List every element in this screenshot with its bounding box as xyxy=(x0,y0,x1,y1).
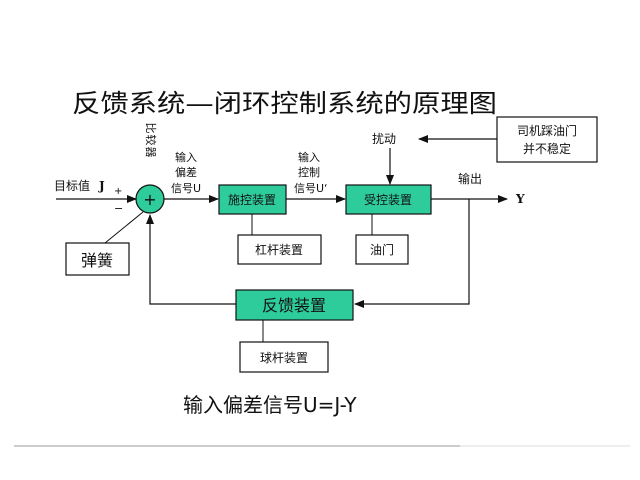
disturbance-label: 扰动 xyxy=(372,132,396,146)
lever-device-box xyxy=(237,234,322,265)
ball-rod-device-box xyxy=(239,341,329,373)
comparator-label: 比较器 xyxy=(144,123,158,158)
input-deviation-label: 输入 偏差 信号U xyxy=(171,150,201,195)
comparator-label-char: 较 xyxy=(144,135,158,146)
throttle-label: 油门 xyxy=(370,242,394,257)
feedback-device-label: 反馈装置 xyxy=(262,296,326,315)
svg-text:控制: 控制 xyxy=(298,165,320,179)
feedback-line-right xyxy=(354,199,470,308)
driver-note-line-1: 司机踩油门 xyxy=(517,123,577,138)
comparator-label-char: 比 xyxy=(144,123,157,134)
comparator-label-char: 器 xyxy=(144,147,157,158)
spring-label: 弹簧 xyxy=(81,251,113,270)
controlled-device-label: 受控装置 xyxy=(364,193,412,207)
control-device-label: 施控装置 xyxy=(228,193,276,207)
svg-text:输入: 输入 xyxy=(175,150,197,164)
svg-text:信号U: 信号U xyxy=(171,182,201,195)
svg-text:信号U‘: 信号U‘ xyxy=(294,182,328,195)
svg-text:偏差: 偏差 xyxy=(175,165,197,179)
svg-text:输入: 输入 xyxy=(298,150,320,164)
minus-sign: − xyxy=(114,202,123,215)
y-label: Y xyxy=(515,192,525,206)
ball-rod-device-label: 球杆装置 xyxy=(260,351,308,365)
input-control-label: 输入 控制 信号U‘ xyxy=(294,150,328,195)
formula: 输入偏差信号U=J-Y xyxy=(183,393,357,417)
lever-device-label: 杠杆装置 xyxy=(255,242,303,257)
diagram-title: 反馈系统—闭环控制系统的原理图 xyxy=(72,89,497,118)
feedback-line-left xyxy=(146,214,236,305)
target-value-label: 目标值 xyxy=(54,178,90,193)
feedback-device-block xyxy=(235,289,354,321)
driver-note-line-2: 并不稳定 xyxy=(523,141,571,156)
spring-callout-line xyxy=(104,211,144,244)
comparator-sum-symbol: + xyxy=(143,190,156,209)
plus-sign: + xyxy=(114,186,122,197)
output-label: 输出 xyxy=(458,171,482,186)
throttle-box xyxy=(355,234,409,265)
j-label: J xyxy=(98,179,105,193)
spring-box xyxy=(65,242,130,276)
driver-note-box xyxy=(496,116,598,163)
